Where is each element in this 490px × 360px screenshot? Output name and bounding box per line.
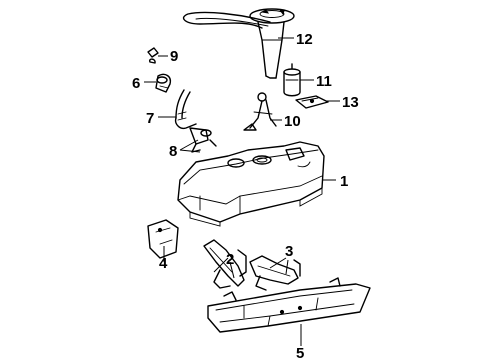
hose-clamps xyxy=(147,47,159,64)
tank-strap-right xyxy=(249,255,301,291)
callout-7: 7 xyxy=(146,110,154,127)
fuel-pump xyxy=(283,63,301,97)
filler-neck-hose xyxy=(155,73,172,93)
fuel-strainer xyxy=(295,95,329,109)
vent-hose-clamps xyxy=(189,127,217,153)
callout-5: 5 xyxy=(296,345,304,360)
callout-2: 2 xyxy=(226,251,234,268)
callout-13: 13 xyxy=(342,94,359,111)
callout-numbers: 1 2 3 4 5 6 7 8 9 10 11 12 13 xyxy=(132,31,359,360)
callout-3: 3 xyxy=(285,243,293,260)
callout-4: 4 xyxy=(159,255,168,272)
leader-lines xyxy=(144,37,340,346)
callout-12: 12 xyxy=(296,31,313,48)
callout-8: 8 xyxy=(169,143,177,160)
fuel-gauge-sender xyxy=(243,92,277,131)
callout-11: 11 xyxy=(316,73,332,90)
fuel-pump-bracket-assembly xyxy=(182,8,295,79)
callout-6: 6 xyxy=(132,75,140,92)
callout-10: 10 xyxy=(284,113,301,130)
tank-strap-left xyxy=(203,239,247,289)
tank-side-bracket xyxy=(147,219,179,259)
fuel-tank xyxy=(177,141,325,227)
callout-9: 9 xyxy=(170,48,178,65)
filler-pipe xyxy=(174,89,197,130)
callout-1: 1 xyxy=(340,173,348,190)
tank-protector-tray xyxy=(207,277,371,333)
